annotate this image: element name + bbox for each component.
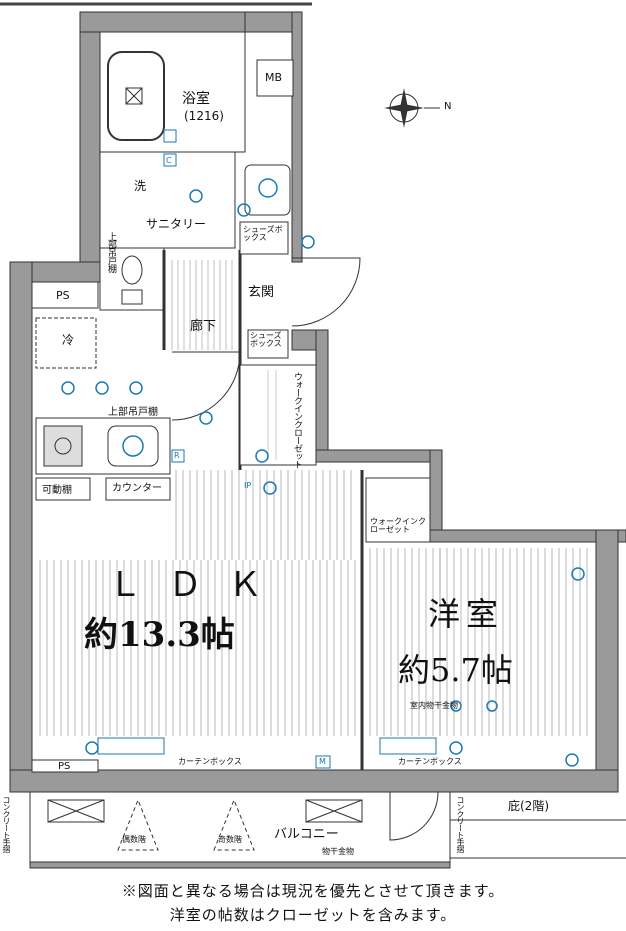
shoes-box-1-label: シューズボックス: [243, 225, 283, 242]
odd-floor-label: 奇数階: [218, 835, 242, 844]
ldk-name: ＬＤＫ: [108, 565, 288, 605]
hallway-label: 廊下: [190, 319, 217, 334]
bath-size: (1216): [184, 109, 224, 123]
bedroom-size: 約5.7帖: [398, 651, 513, 689]
upper-storage-vertical-label: 上部吊戸棚: [106, 232, 116, 272]
even-floor-label: 偶数階: [122, 835, 146, 844]
compass-icon: N: [444, 101, 452, 112]
concrete-rail-left-label: コンクリート手摺: [2, 796, 11, 852]
eaves-label: 庇(2階): [508, 799, 549, 813]
bath-name: 浴室: [182, 91, 210, 107]
ps-top-label: PS: [56, 289, 70, 302]
counter-label: カウンター: [112, 483, 162, 494]
bedroom-name: 洋室: [428, 595, 505, 633]
clothes-hanger-label: 物干金物: [322, 847, 354, 856]
marker-r: R: [174, 451, 180, 460]
curtain-box-2-label: カーテンボックス: [398, 757, 462, 766]
disclaimer-line-1: ※図面と異なる場合は現況を優先とさせて頂きます。: [121, 882, 505, 900]
marker-m: M: [319, 757, 326, 766]
mb-label: MB: [265, 71, 283, 84]
balcony-label: バルコニー: [274, 827, 339, 842]
disclaimer-line-2: 洋室の帖数はクローゼットを含みます。: [169, 906, 457, 924]
marker-c: C: [166, 156, 172, 165]
indoor-drying-label: 室内物干金物: [410, 701, 458, 710]
ps-bottom-label: PS: [58, 761, 71, 772]
concrete-rail-right-label: コンクリート手摺: [456, 796, 465, 852]
wash-label: 洗: [134, 179, 147, 193]
walkin-vertical-label: ウォークインクローゼット: [292, 372, 302, 468]
shoes-box-2-label: シューズボックス: [250, 331, 282, 348]
sanitary-label: サニタリー: [146, 217, 207, 231]
walkin-bedroom-label: ウォークインクローゼット: [370, 517, 426, 534]
marker-ip: IP: [244, 481, 252, 490]
entrance-label: 玄関: [248, 285, 275, 300]
ldk-size: 約13.3帖: [84, 615, 235, 655]
curtain-box-1-label: カーテンボックス: [178, 757, 242, 766]
upper-storage-label: 上部吊戸棚: [108, 407, 158, 418]
movable-shelf-label: 可動棚: [42, 485, 72, 496]
fridge-label: 冷: [62, 333, 75, 347]
